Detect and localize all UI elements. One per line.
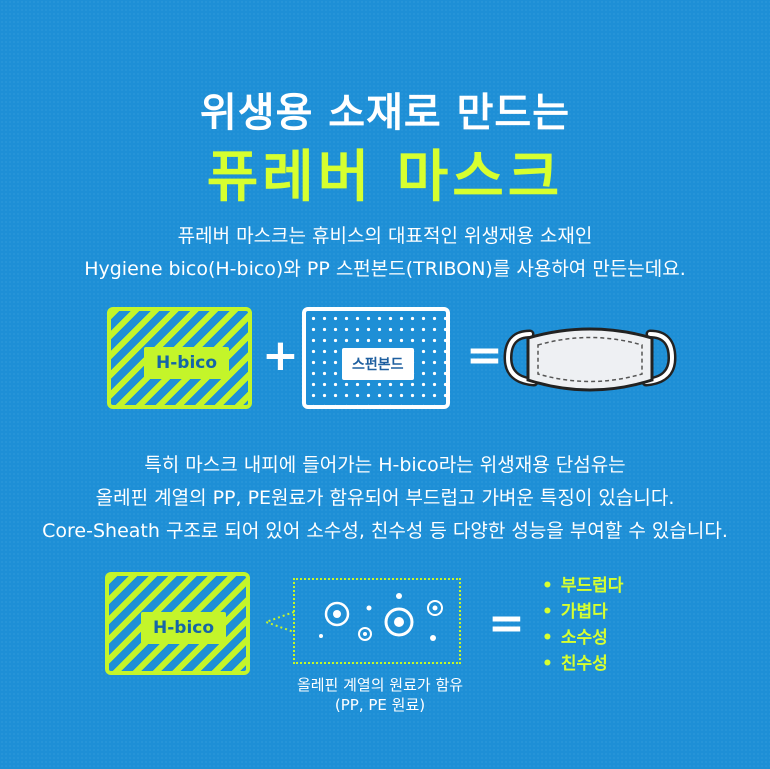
intro-text: 퓨레버 마스크는 휴비스의 대표적인 위생재용 소재인 Hygiene bico… — [0, 220, 770, 286]
bubble-caption: 올레핀 계열의 원료가 함유 (PP, PE 원료) — [250, 675, 510, 715]
speech-bubble-pointer — [263, 611, 295, 633]
intro-line-2: Hygiene bico(H-bico)와 PP 스펀본드(TRIBON)를 사… — [84, 258, 686, 280]
bubble-caption-line-1: 올레핀 계열의 원료가 함유 — [296, 676, 464, 694]
spunbond-label: 스펀본드 — [342, 348, 414, 380]
description-line-1: 특히 마스크 내피에 들어가는 H-bico라는 위생재용 단섬유는 — [144, 454, 626, 476]
description-line-3: Core-Sheath 구조로 되어 있어 소수성, 친수성 등 다양한 성능을… — [42, 520, 728, 542]
benefit-item: 소수성 — [542, 625, 623, 651]
h-bico-detail-swatch: H-bico — [105, 572, 250, 675]
description-line-2: 올레핀 계열의 PP, PE원료가 함유되어 부드럽고 가벼운 특징이 있습니다… — [95, 487, 675, 509]
fiber-circles-icon — [319, 593, 443, 641]
page-subtitle: 위생용 소재로 만드는 — [199, 90, 571, 136]
h-bico-fabric-swatch: H-bico — [107, 307, 252, 409]
benefit-item: 부드럽다 — [542, 573, 624, 599]
mask-icon — [503, 327, 677, 392]
benefits-list: 부드럽다 가볍다 소수성 친수성 — [542, 573, 624, 677]
benefit-item: 친수성 — [542, 651, 623, 677]
h-bico-detail-label: H-bico — [141, 612, 227, 644]
equals-sign: = — [466, 330, 503, 381]
h-bico-label: H-bico — [144, 347, 230, 379]
benefit-item: 가볍다 — [542, 599, 623, 625]
intro-line-1: 퓨레버 마스크는 휴비스의 대표적인 위생재용 소재인 — [177, 225, 593, 247]
bubble-caption-line-2: (PP, PE 원료) — [334, 696, 426, 714]
page-title: 퓨레버 마스크 — [206, 145, 564, 210]
detail-equals-sign: = — [488, 598, 525, 649]
plus-sign: + — [262, 330, 299, 381]
description-text: 특히 마스크 내피에 들어가는 H-bico라는 위생재용 단섬유는 올레핀 계… — [0, 449, 770, 548]
spunbond-fabric-swatch: 스펀본드 — [302, 307, 450, 409]
fiber-structure-bubble — [293, 578, 461, 664]
